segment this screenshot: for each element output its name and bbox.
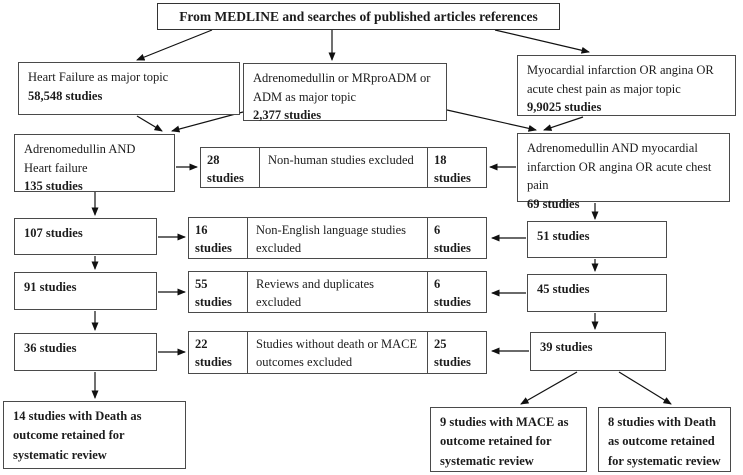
exclusion-row-reviews: 55 studies Reviews and duplicates exclud…	[188, 271, 487, 313]
exclusion-left-count: 55 studies	[195, 277, 232, 309]
heart-failure-box: Heart Failure as major topic 58,548 stud…	[18, 62, 240, 115]
exclusion-row-nonenglish: 16 studies Non-English language studies …	[188, 217, 487, 259]
exclusion-left-count: 16 studies	[195, 223, 232, 255]
exclusion-right-count: 6 studies	[434, 277, 471, 309]
box-label: Adrenomedullin AND myocardial infarction…	[527, 141, 712, 192]
exclusion-reason: Non-English language studies excluded	[247, 218, 428, 258]
adm-box: Adrenomedullin or MRproADM or ADM as maj…	[243, 63, 447, 122]
box-count: 69 studies	[527, 196, 580, 211]
box-label: Heart Failure as major topic	[28, 70, 169, 84]
box-count: 9,9025 studies	[527, 100, 602, 114]
outcome-death-hf-box: 14 studies with Death as outcome retaine…	[3, 401, 186, 469]
mi-45-box: 45 studies	[527, 274, 667, 312]
exclusion-left-count: 22 studies	[195, 337, 232, 369]
hf-91-box: 91 studies	[14, 272, 157, 310]
exclusion-reason: Reviews and duplicates excluded	[247, 272, 428, 312]
box-count: 58,548 studies	[28, 88, 103, 103]
adm-and-hf-box: Adrenomedullin AND Heart failure 135 stu…	[14, 134, 175, 193]
source-title-box: From MEDLINE and searches of published a…	[157, 3, 560, 30]
myocardial-infarction-box: Myocardial infarction OR angina OR acute…	[517, 55, 736, 116]
exclusion-right-count: 25 studies	[434, 337, 471, 369]
exclusion-reason: Studies without death or MACE outcomes e…	[247, 332, 428, 373]
box-label: Adrenomedullin AND Heart failure	[24, 142, 136, 175]
mi-51-box: 51 studies	[527, 221, 667, 258]
exclusion-row-nonhuman: 28 studies Non-human studies excluded 18…	[200, 147, 487, 188]
exclusion-right-count: 18 studies	[434, 153, 471, 185]
exclusion-reason: Non-human studies excluded	[259, 148, 428, 187]
outcome-mace-box: 9 studies with MACE as outcome retained …	[430, 407, 587, 472]
box-count: 135 studies	[24, 179, 83, 193]
box-count: 2,377 studies	[253, 108, 322, 122]
exclusion-right-count: 6 studies	[434, 223, 471, 255]
exclusion-left-count: 28 studies	[207, 153, 244, 185]
exclusion-row-outcomes: 22 studies Studies without death or MACE…	[188, 331, 487, 374]
mi-39-box: 39 studies	[530, 332, 666, 371]
box-label: Myocardial infarction OR angina OR acute…	[527, 63, 714, 96]
hf-36-box: 36 studies	[14, 333, 157, 371]
outcome-death-mi-box: 8 studies with Death as outcome retained…	[598, 407, 731, 472]
hf-107-box: 107 studies	[14, 218, 157, 255]
adm-and-mi-box: Adrenomedullin AND myocardial infarction…	[517, 133, 730, 211]
box-label: Adrenomedullin or MRproADM or ADM as maj…	[253, 71, 431, 104]
source-title-label: From MEDLINE and searches of published a…	[179, 8, 538, 24]
